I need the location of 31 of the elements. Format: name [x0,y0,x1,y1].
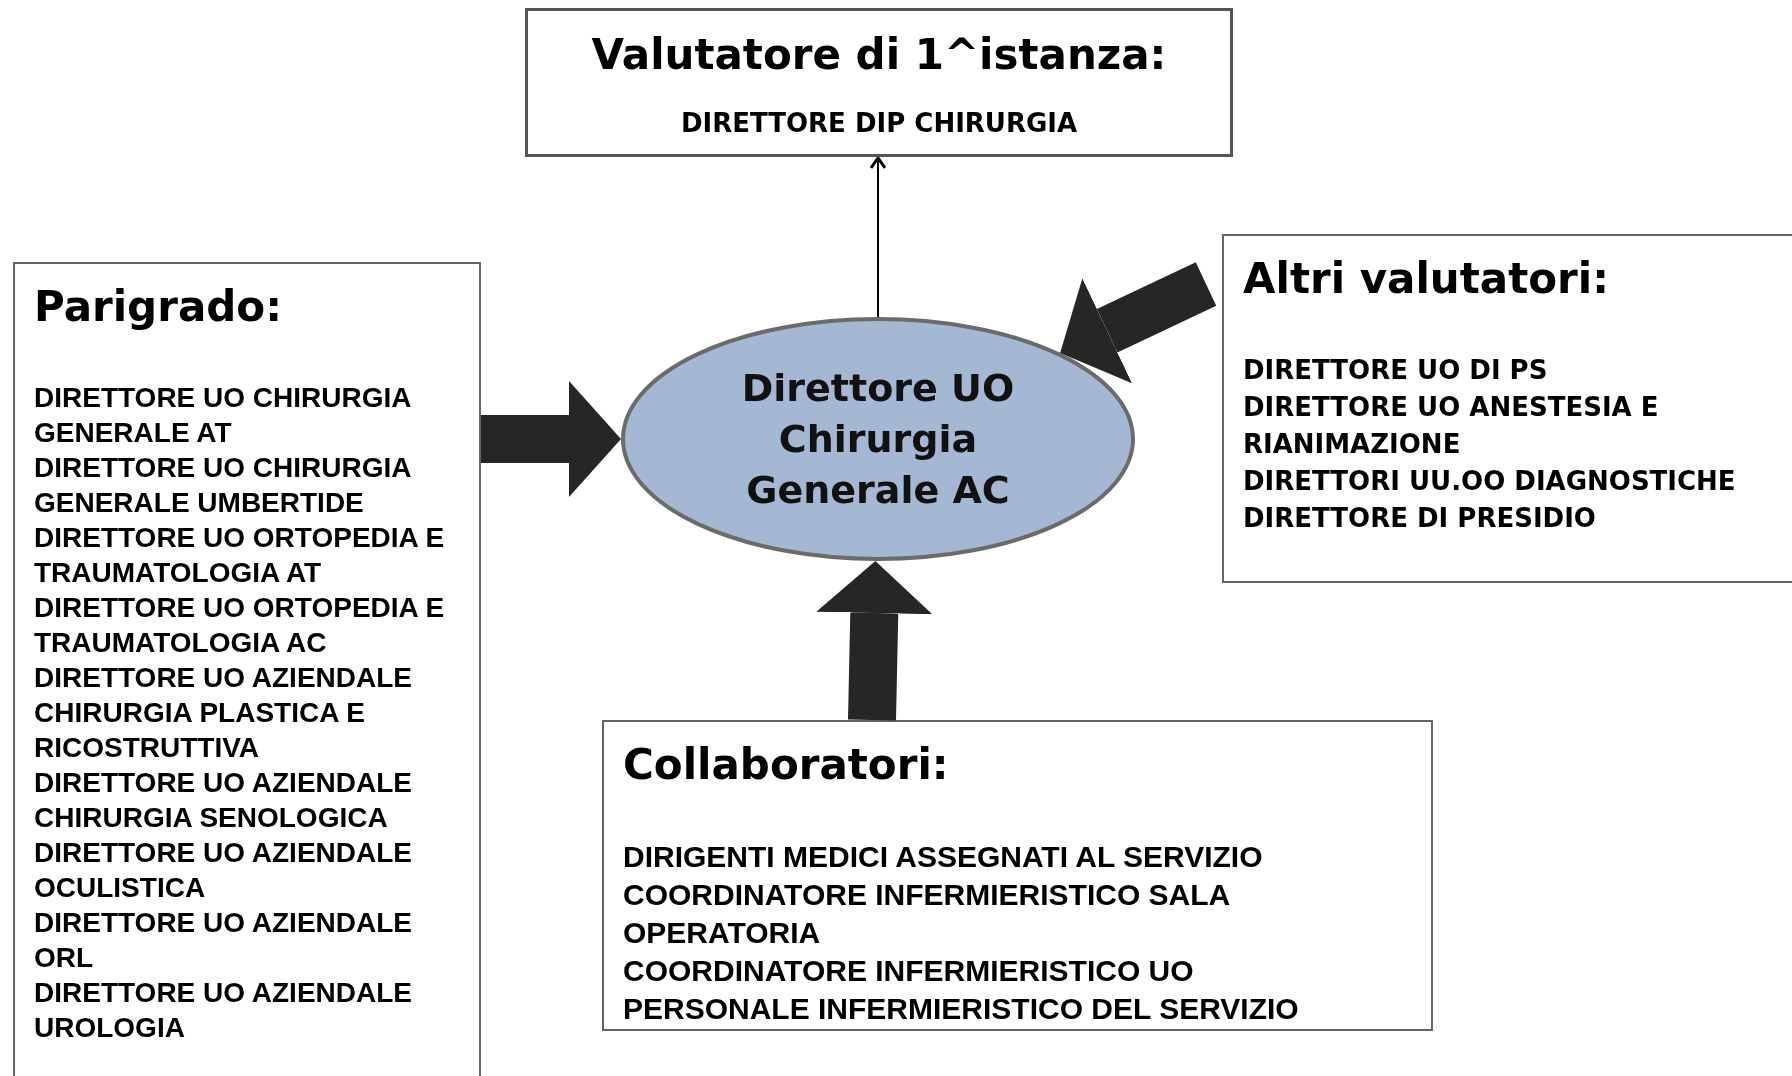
list-item: DIRETTORI UU.OO DIAGNOSTICHE [1243,465,1737,498]
title-box [525,8,1233,157]
block-arrow [481,381,621,497]
block-arrow [816,561,933,721]
arrow [869,156,887,318]
list-item: DIRETTORE UO ORTOPEDIA E TRAUMATOLOGIA AT [34,521,446,590]
list-item: DIRETTORE UO CHIRURGIA GENERALE UMBERTIDE [34,451,412,520]
text-box [13,262,481,1076]
box-heading: Valutatore di 1^istanza: [591,29,1167,81]
list-item: DIRETTORE UO AZIENDALE UROLOGIA [34,976,413,1045]
box-heading: Collaboratori: [623,739,950,791]
box-heading: Altri valutatori: [1243,253,1610,305]
list-item: DIRETTORE DI PRESIDIO [1243,502,1597,535]
list-item: DIRETTORE UO ANESTESIA E RIANIMAZIONE [1243,391,1660,461]
box-heading: Parigrado: [34,281,283,333]
list-item: PERSONALE INFERMIERISTICO DEL SERVIZIO [623,991,1300,1027]
list-item: DIRETTORE UO AZIENDALE ORL [34,906,413,975]
block-arrow [1060,262,1217,384]
text-box [602,720,1433,1031]
list-item: DIRETTORE UO AZIENDALE CHIRURGIA PLASTICA E RICOSTRUTTIVA [34,661,413,765]
list-item: DIRIGENTI MEDICI ASSEGNATI AL SERVIZIO [623,839,1264,875]
list-item: COORDINATORE INFERMIERISTICO SALA OPERATORIA [623,877,1231,951]
list-item: DIRETTORE UO AZIENDALE OCULISTICA [34,836,413,905]
list-item: DIRETTORE UO DI PS [1243,354,1549,387]
list-item: COORDINATORE INFERMIERISTICO UO [623,953,1195,989]
list-item: DIRETTORE UO CHIRURGIA GENERALE AT [34,381,412,450]
box-subtitle: DIRETTORE DIP CHIRURGIA [680,107,1078,139]
list-item: DIRETTORE UO ORTOPEDIA E TRAUMATOLOGIA AC [34,591,446,660]
list-item: DIRETTORE UO AZIENDALE CHIRURGIA SENOLOGICA [34,766,413,835]
node-title: Direttore UO Chirurgia Generale AC [740,364,1016,514]
text-box [1222,234,1792,583]
